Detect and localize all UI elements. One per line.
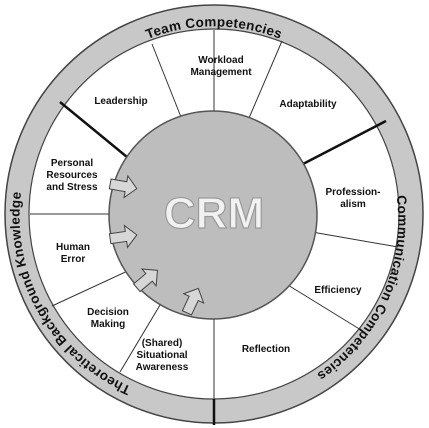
segment-label-line: Error bbox=[61, 254, 86, 265]
segment-label-leadership: Leadership bbox=[94, 96, 147, 107]
segment-label-reflection: Reflection bbox=[242, 344, 290, 355]
crm-center-label: CRM bbox=[164, 189, 264, 238]
input-arrows bbox=[108, 174, 205, 316]
segment-label-line: Resources bbox=[46, 170, 98, 181]
segment-label-line: Leadership bbox=[94, 96, 147, 107]
segment-label-professionalism: Profession-alism bbox=[325, 187, 380, 210]
segment-label-adaptability: Adaptability bbox=[279, 99, 337, 110]
section-separators bbox=[59, 101, 387, 425]
segment-label-line: alism bbox=[340, 199, 366, 210]
segment-label-line: Profession- bbox=[325, 187, 380, 198]
segment-dividers bbox=[30, 30, 399, 399]
arrow-icon bbox=[108, 174, 138, 199]
segment-label-line: Workload bbox=[198, 55, 243, 66]
segment-label-line: Adaptability bbox=[279, 99, 337, 110]
segment-label-line: Human bbox=[56, 242, 90, 253]
crm-hub bbox=[108, 110, 318, 320]
segment-label-line: and Stress bbox=[46, 182, 98, 193]
segment-label-line: Reflection bbox=[242, 344, 290, 355]
arrow-icon bbox=[108, 224, 138, 249]
arrow-icon bbox=[132, 268, 159, 293]
segment-label-line: Situational bbox=[136, 350, 187, 361]
segment-label-line: Decision bbox=[87, 307, 129, 318]
segment-label-line: Efficiency bbox=[314, 285, 362, 296]
segment-label-line: Personal bbox=[51, 158, 93, 169]
arrow-icon bbox=[181, 287, 205, 316]
segment-label-efficiency: Efficiency bbox=[314, 285, 362, 296]
segment-label-line: Awareness bbox=[136, 362, 189, 373]
segment-label-line: (Shared) bbox=[142, 338, 183, 349]
segment-label-line: Making bbox=[91, 319, 125, 330]
segment-label-line: Management bbox=[190, 67, 252, 78]
